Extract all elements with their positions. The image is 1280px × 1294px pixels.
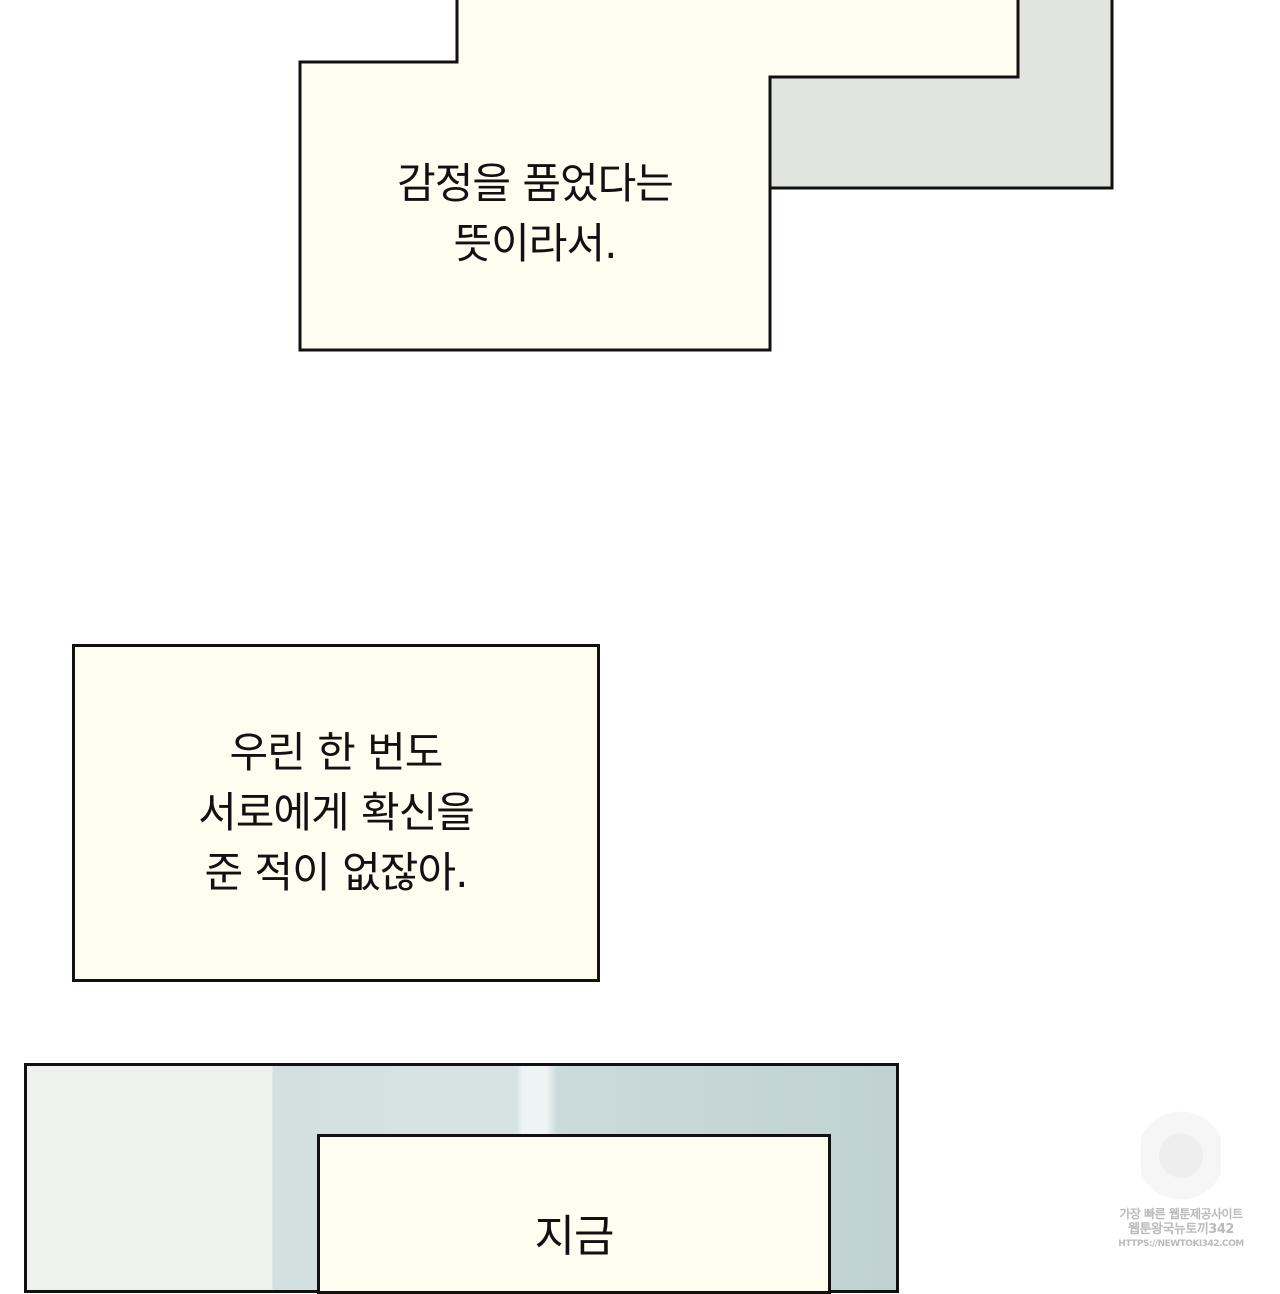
- caption-box-1-shape: [298, 0, 1020, 352]
- watermark-line: 웹툰왕국뉴토끼342: [1128, 1222, 1234, 1237]
- caption-line: 지금: [534, 1211, 615, 1262]
- watermark-line: HTTPS://NEWTOKI342.COM: [1118, 1239, 1244, 1249]
- caption-line: 준 적이 없잖아.: [204, 848, 469, 897]
- caption-line: 감정을 품었다는: [397, 159, 674, 208]
- caption-box-2: 우린 한 번도 서로에게 확신을 준 적이 없잖아.: [72, 644, 600, 982]
- caption-line: 우린 한 번도: [229, 728, 444, 777]
- watermark-mascot-icon: [1141, 1095, 1221, 1205]
- top-panel-art: [298, 0, 1114, 352]
- caption-box-3: 지금: [317, 1134, 831, 1294]
- caption-box-1: 감정을 품었다는 뜻이라서.: [300, 154, 770, 274]
- caption-line: 서로에게 확신을: [198, 788, 475, 837]
- watermark: 가장 빠른 웹툰제공사이트 웹툰왕국뉴토끼342 HTTPS://NEWTOKI…: [1116, 1095, 1246, 1265]
- watermark-line: 가장 빠른 웹툰제공사이트: [1119, 1207, 1243, 1221]
- caption-line: 뜻이라서.: [453, 219, 618, 268]
